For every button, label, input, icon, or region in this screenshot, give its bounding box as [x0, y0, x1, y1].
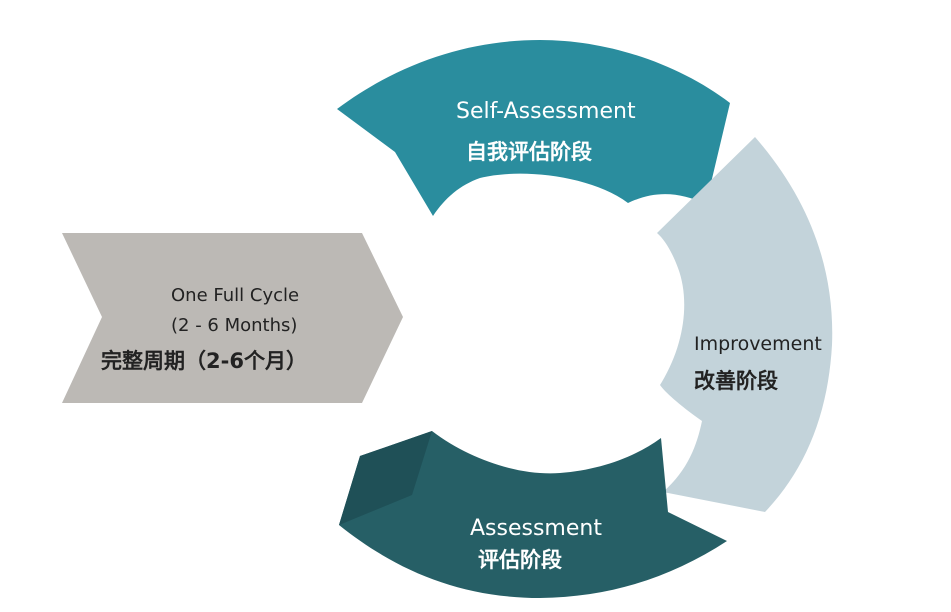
assessment-label: Assessment: [470, 516, 602, 541]
cycle-title: One Full Cycle: [171, 285, 300, 306]
self-assessment-label: Self-Assessment: [456, 99, 636, 124]
improvement-segment: [657, 137, 833, 512]
improvement-label: Improvement: [694, 333, 822, 355]
cycle-title-zh: 完整周期（2-6个月）: [101, 349, 307, 373]
improvement-label-zh: 改善阶段: [694, 369, 778, 393]
self-assessment-label-zh: 自我评估阶段: [466, 140, 592, 164]
cycle-chevron: [62, 233, 403, 403]
cycle-duration: (2 - 6 Months): [171, 315, 298, 336]
assessment-fold: [339, 431, 432, 525]
assessment-segment: [339, 431, 727, 598]
assessment-label-zh: 评估阶段: [478, 548, 562, 572]
self-assessment-segment: [337, 40, 730, 216]
